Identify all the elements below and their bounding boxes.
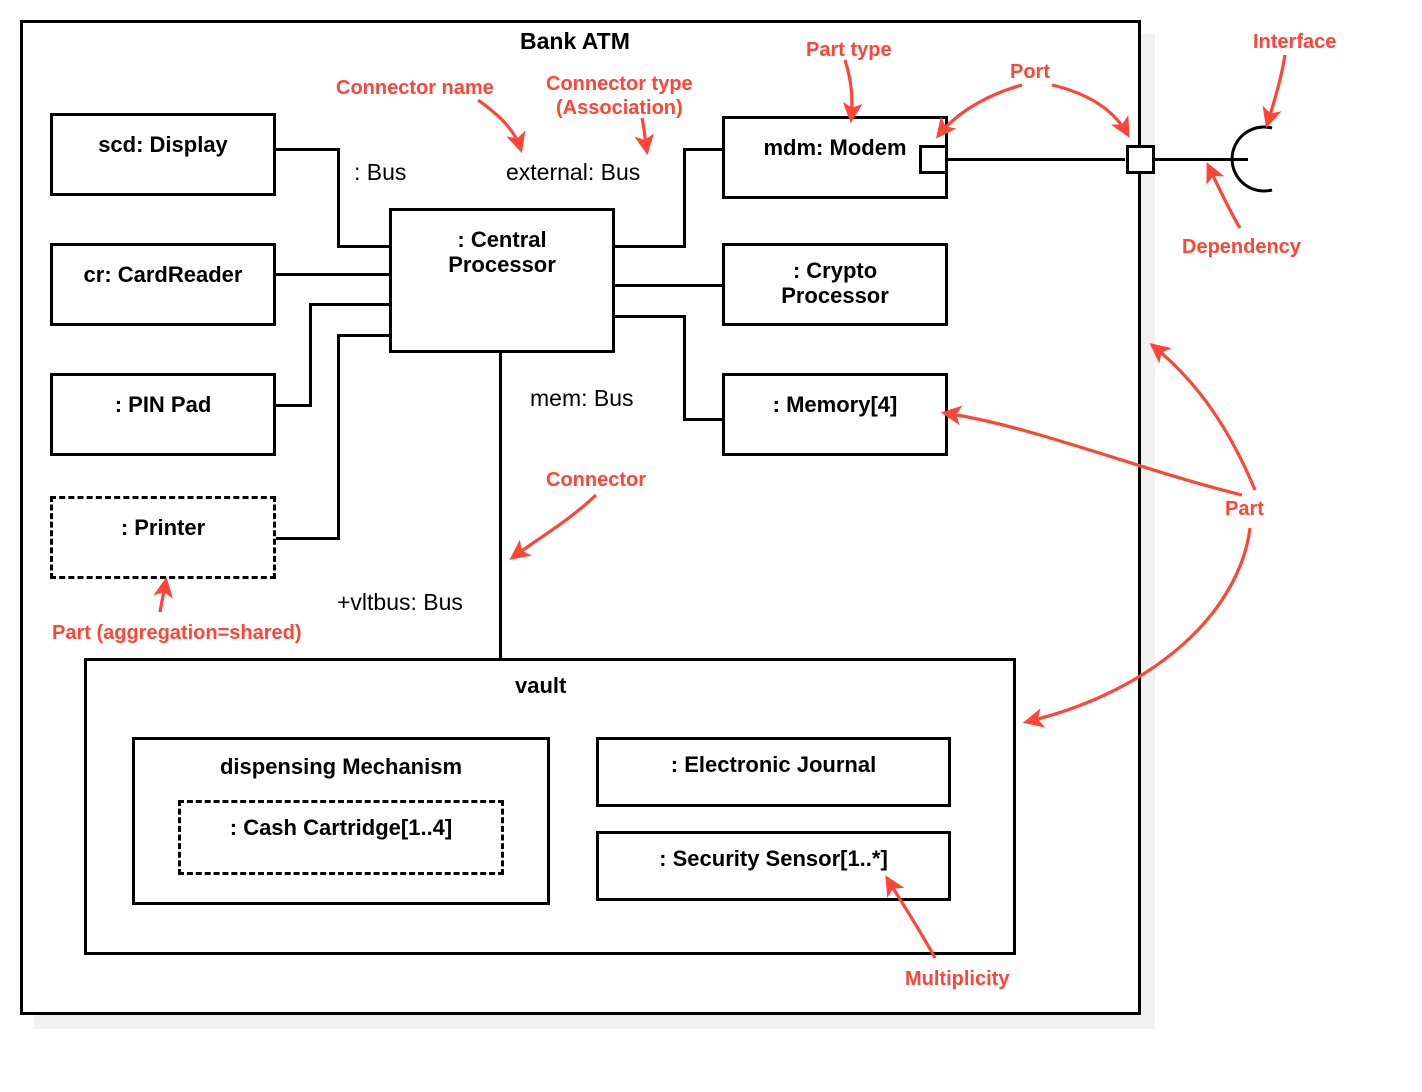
annotation-multiplicity: Multiplicity <box>905 968 1010 990</box>
connector-cardreader-seg <box>276 273 392 276</box>
part-printer-label: : Printer <box>120 515 206 540</box>
annotation-connector-type-line2: (Association) <box>556 97 683 119</box>
part-crypto-processor-label-line2: Processor <box>781 283 889 309</box>
part-pin-pad[interactable]: : PIN Pad <box>50 373 276 456</box>
part-memory[interactable]: : Memory[4] <box>722 373 948 456</box>
part-crypto-processor-label-line1: : Crypto <box>792 258 878 283</box>
connector-pinpad-seg-v <box>309 303 312 407</box>
arrow-part-to-frame <box>1149 342 1257 491</box>
part-central-processor-label-line2: Processor <box>448 252 556 278</box>
connector-crypto-seg <box>613 284 723 287</box>
connector-modem-seg-h2 <box>683 148 723 151</box>
connector-vltbus-seg-v <box>499 353 502 660</box>
part-dispensing-mechanism-label: dispensing Mechanism <box>219 754 463 779</box>
connector-label-external-bus: external: Bus <box>506 159 641 185</box>
part-central-processor-label-line1: : Central <box>457 227 547 252</box>
part-display[interactable]: scd: Display <box>50 113 276 196</box>
annotation-connector-name: Connector name <box>336 77 494 99</box>
annotation-connector: Connector <box>546 469 646 491</box>
part-central-processor[interactable]: : Central Processor <box>389 208 615 353</box>
connector-modem-port-to-boundary <box>945 158 1125 161</box>
annotation-connector-type-line1: Connector type <box>546 73 693 95</box>
connector-printer-seg-h2 <box>337 334 392 337</box>
part-display-label: scd: Display <box>98 132 228 157</box>
part-security-sensor[interactable]: : Security Sensor[1..*] <box>596 831 951 901</box>
connector-display-seg-v <box>337 148 340 248</box>
connector-boundary-to-interface <box>1153 158 1248 161</box>
connector-pinpad-seg-h1 <box>276 404 312 407</box>
part-electronic-journal[interactable]: : Electronic Journal <box>596 737 951 807</box>
connector-printer-seg-h1 <box>276 537 340 540</box>
annotation-dependency: Dependency <box>1182 236 1301 258</box>
part-cash-cartridge-label: : Cash Cartridge[1..4] <box>229 815 453 840</box>
connector-display-seg-h1 <box>276 148 340 151</box>
arrow-interface <box>1262 54 1287 129</box>
annotation-connector-type: Connector type (Association) <box>546 72 693 120</box>
part-pin-pad-label: : PIN Pad <box>114 392 212 417</box>
part-card-reader-label: cr: CardReader <box>83 262 243 287</box>
vault-title: vault <box>515 673 567 698</box>
part-electronic-journal-label: : Electronic Journal <box>670 752 877 777</box>
annotation-part-type: Part type <box>806 39 892 61</box>
arrow-dependency <box>1206 162 1242 229</box>
annotation-interface: Interface <box>1253 31 1337 53</box>
part-printer[interactable]: : Printer <box>50 496 276 579</box>
part-crypto-processor[interactable]: : Crypto Processor <box>722 243 948 326</box>
part-modem[interactable]: mdm: Modem <box>722 116 948 199</box>
part-security-sensor-label: : Security Sensor[1..*] <box>659 846 888 871</box>
part-card-reader[interactable]: cr: CardReader <box>50 243 276 326</box>
connector-memory-seg-h1 <box>613 315 686 318</box>
page-title: Bank ATM <box>520 28 630 54</box>
connector-modem-seg-v <box>683 148 686 248</box>
connector-label-bus: : Bus <box>354 159 407 185</box>
connector-display-seg-h2 <box>337 245 392 248</box>
annotation-port: Port <box>1010 61 1050 83</box>
connector-pinpad-seg-h2 <box>309 303 392 306</box>
connector-printer-seg-v <box>337 334 340 540</box>
part-cash-cartridge[interactable]: : Cash Cartridge[1..4] <box>178 800 504 875</box>
connector-label-vltbus: +vltbus: Bus <box>337 589 463 615</box>
connector-memory-seg-v <box>683 315 686 421</box>
annotation-part-aggregation-shared: Part (aggregation=shared) <box>52 622 302 644</box>
connector-label-mem-bus: mem: Bus <box>530 385 634 411</box>
bank-atm-boundary-port[interactable] <box>1126 145 1155 174</box>
connector-memory-seg-h2 <box>683 418 723 421</box>
connector-modem-seg-h1 <box>613 245 686 248</box>
part-modem-label: mdm: Modem <box>763 135 907 160</box>
annotation-part: Part <box>1225 498 1264 520</box>
part-memory-label: : Memory[4] <box>772 392 898 417</box>
modem-port[interactable] <box>919 145 948 174</box>
